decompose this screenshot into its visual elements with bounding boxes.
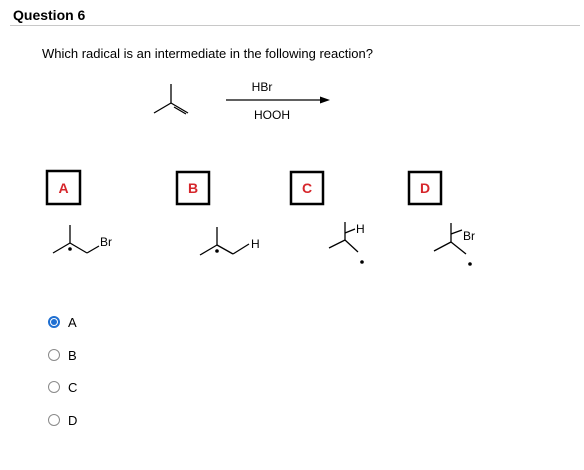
option-a-label: A bbox=[68, 314, 77, 330]
question-prompt: Which radical is an intermediate in the … bbox=[42, 46, 373, 61]
svg-text:D: D bbox=[420, 180, 430, 196]
structure-c: H bbox=[328, 222, 365, 264]
starting-alkene bbox=[153, 84, 189, 115]
radio-b[interactable] bbox=[48, 349, 60, 361]
svg-text:Br: Br bbox=[463, 229, 475, 243]
option-b[interactable]: B bbox=[48, 346, 77, 364]
radio-d[interactable] bbox=[48, 414, 60, 426]
svg-text:Br: Br bbox=[100, 235, 112, 249]
svg-text:A: A bbox=[58, 180, 68, 196]
structure-a: Br bbox=[52, 225, 112, 254]
reagent-hbr: HBr bbox=[252, 80, 273, 94]
svg-text:B: B bbox=[188, 180, 198, 196]
question-title: Question 6 bbox=[13, 7, 86, 23]
option-a[interactable]: A bbox=[48, 313, 77, 331]
option-d[interactable]: D bbox=[48, 411, 77, 429]
option-b-label: B bbox=[68, 347, 77, 363]
label-box-a: A bbox=[45, 169, 82, 206]
option-d-label: D bbox=[68, 412, 78, 428]
svg-text:H: H bbox=[356, 222, 365, 236]
label-box-d: D bbox=[407, 170, 443, 206]
label-box-c: C bbox=[289, 170, 325, 206]
option-c[interactable]: C bbox=[48, 378, 77, 396]
reagent-hooh: HOOH bbox=[254, 108, 290, 122]
reaction-arrow bbox=[226, 96, 330, 104]
radio-a[interactable] bbox=[48, 316, 60, 328]
radio-c[interactable] bbox=[48, 381, 60, 393]
label-box-b: B bbox=[175, 170, 211, 206]
svg-text:C: C bbox=[302, 180, 312, 196]
structure-d: Br bbox=[433, 223, 475, 266]
structure-b: H bbox=[199, 227, 260, 256]
title-divider bbox=[10, 25, 580, 26]
option-c-label: C bbox=[68, 379, 78, 395]
svg-text:H: H bbox=[251, 237, 260, 251]
